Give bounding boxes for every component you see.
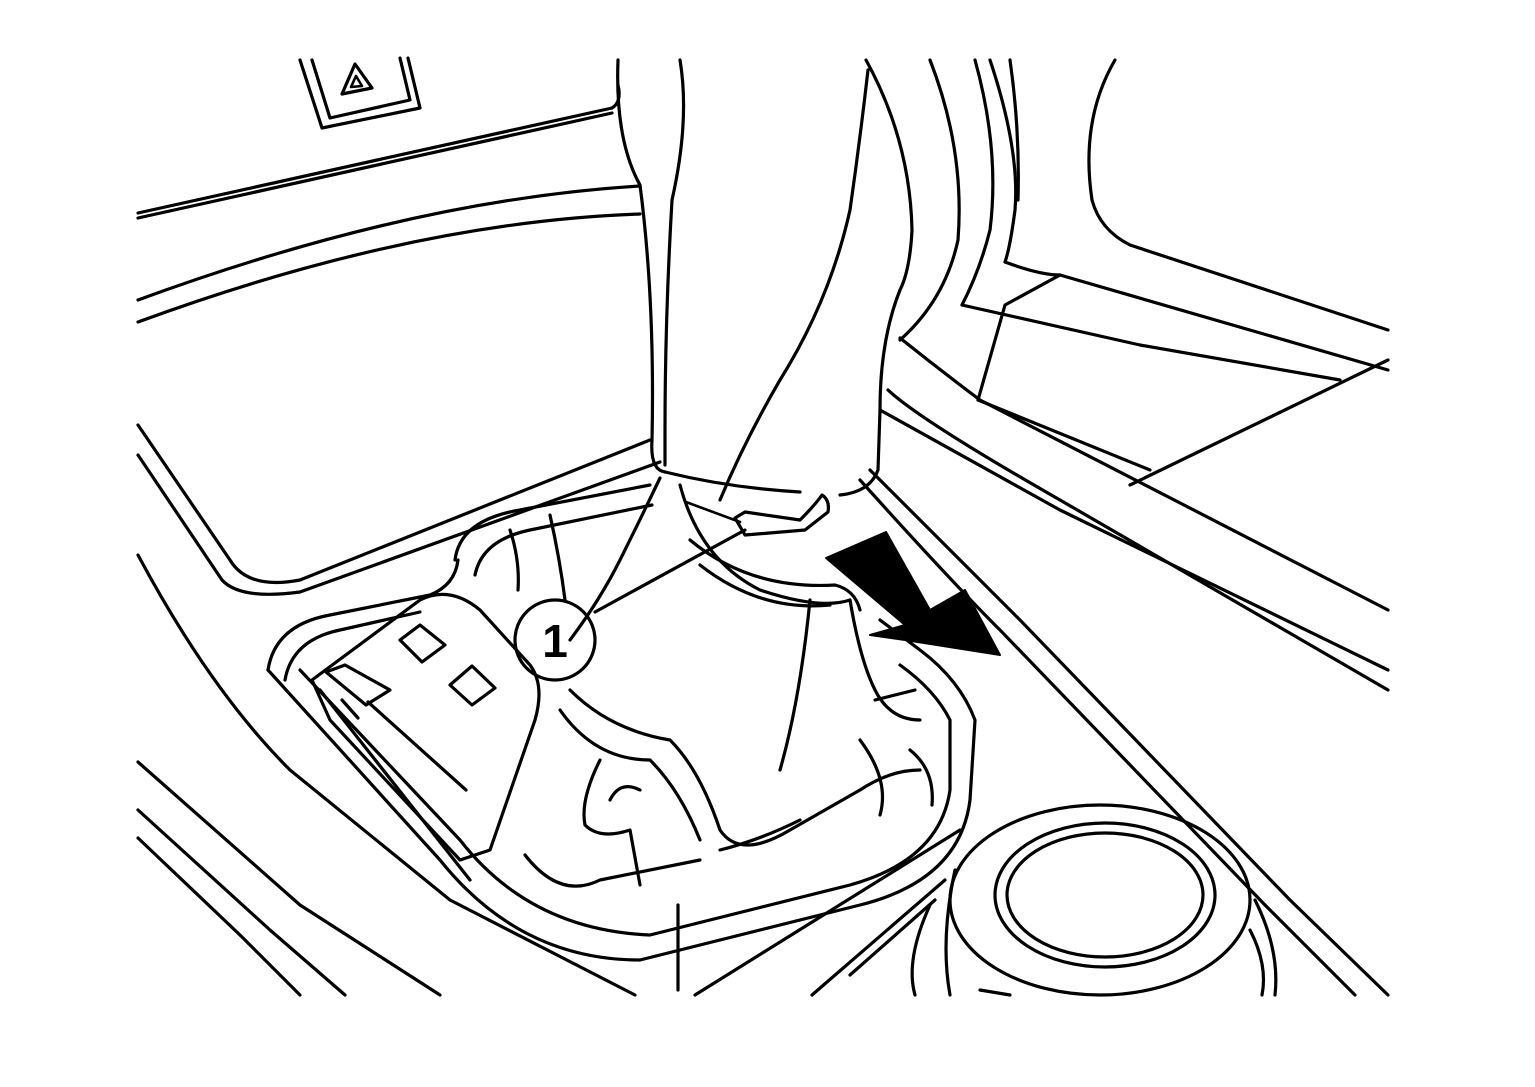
cup-holder: [693, 803, 1278, 997]
panel-button-2-icon: [448, 664, 497, 707]
console-left-panel: [136, 423, 662, 997]
callout-leader-line: [593, 528, 747, 614]
pull-direction-arrow-icon: [825, 531, 1001, 656]
panel-button-1-icon: [398, 623, 447, 664]
callout-circle: [513, 598, 597, 682]
switch-panel: [310, 592, 541, 882]
callout-number: 1: [542, 615, 568, 667]
dashboard-trim: [136, 83, 642, 324]
shift-lever-housing: [616, 58, 1020, 502]
shift-boot-clip: [684, 493, 830, 537]
callout-1: 1: [513, 528, 747, 682]
shift-boot: [508, 476, 934, 992]
hazard-switch-icon: [298, 56, 422, 130]
console-right-side: [858, 58, 1390, 997]
shift-boot-bezel: [266, 483, 977, 962]
